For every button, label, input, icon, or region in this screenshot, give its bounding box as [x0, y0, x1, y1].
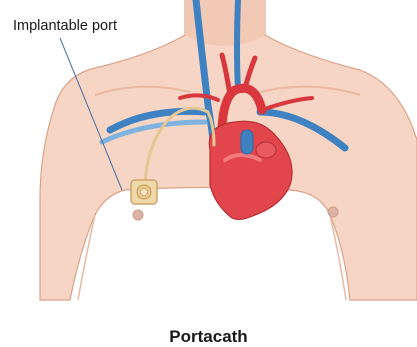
- left-nipple: [133, 210, 143, 220]
- right-nipple: [328, 207, 338, 217]
- callout-label: Implantable port: [13, 18, 117, 34]
- vena-cava: [241, 130, 253, 154]
- figure-caption: Portacath: [0, 327, 417, 347]
